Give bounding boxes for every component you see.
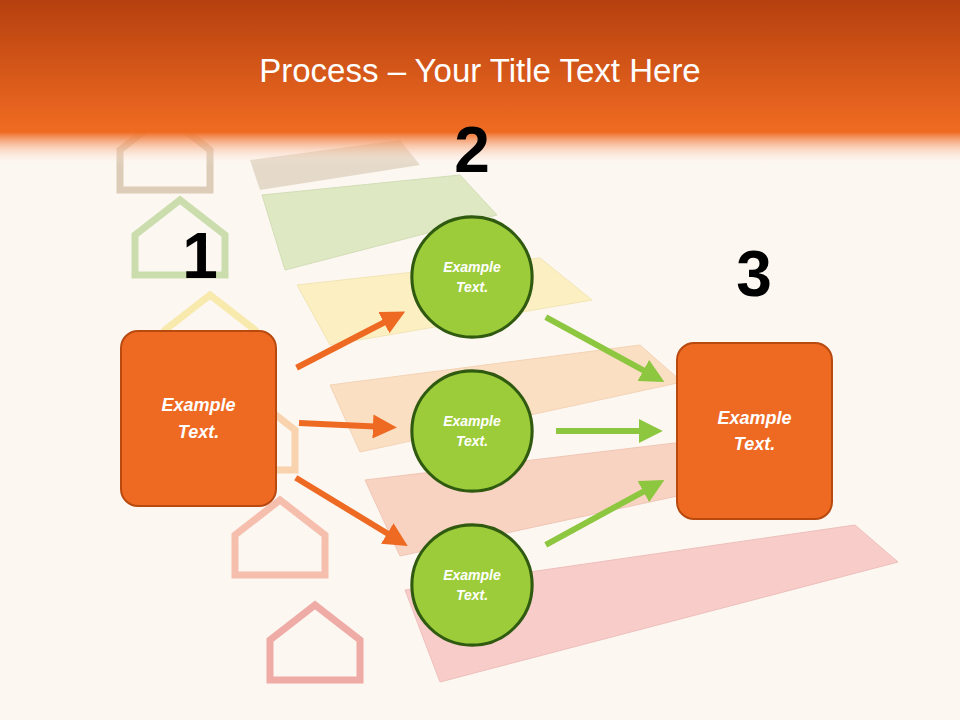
process-box: Example Text. bbox=[120, 330, 277, 507]
process-circle: Example Text. bbox=[410, 523, 534, 647]
node-text: Example Text. bbox=[432, 257, 512, 298]
node-text: Example Text. bbox=[700, 405, 810, 457]
flow-arrow bbox=[296, 478, 399, 541]
process-box: Example Text. bbox=[676, 342, 833, 520]
flow-arrow bbox=[546, 317, 655, 377]
node-text: Example Text. bbox=[432, 411, 512, 452]
process-circle: Example Text. bbox=[410, 215, 534, 339]
circle-outline bbox=[410, 523, 534, 647]
flow-arrow bbox=[546, 485, 655, 545]
circle-outline bbox=[410, 215, 534, 339]
flow-arrow bbox=[556, 428, 652, 434]
flow-arrow bbox=[299, 423, 386, 427]
node-text: Example Text. bbox=[144, 392, 254, 444]
flow-arrow bbox=[297, 317, 396, 368]
slide-title: Process – Your Title Text Here bbox=[0, 52, 960, 90]
process-circle: Example Text. bbox=[410, 369, 534, 493]
circle-outline bbox=[410, 369, 534, 493]
callout-number: 1 bbox=[182, 224, 218, 288]
node-text: Example Text. bbox=[432, 565, 512, 606]
callout-number: 2 bbox=[454, 118, 490, 182]
callout-number: 3 bbox=[736, 242, 772, 306]
